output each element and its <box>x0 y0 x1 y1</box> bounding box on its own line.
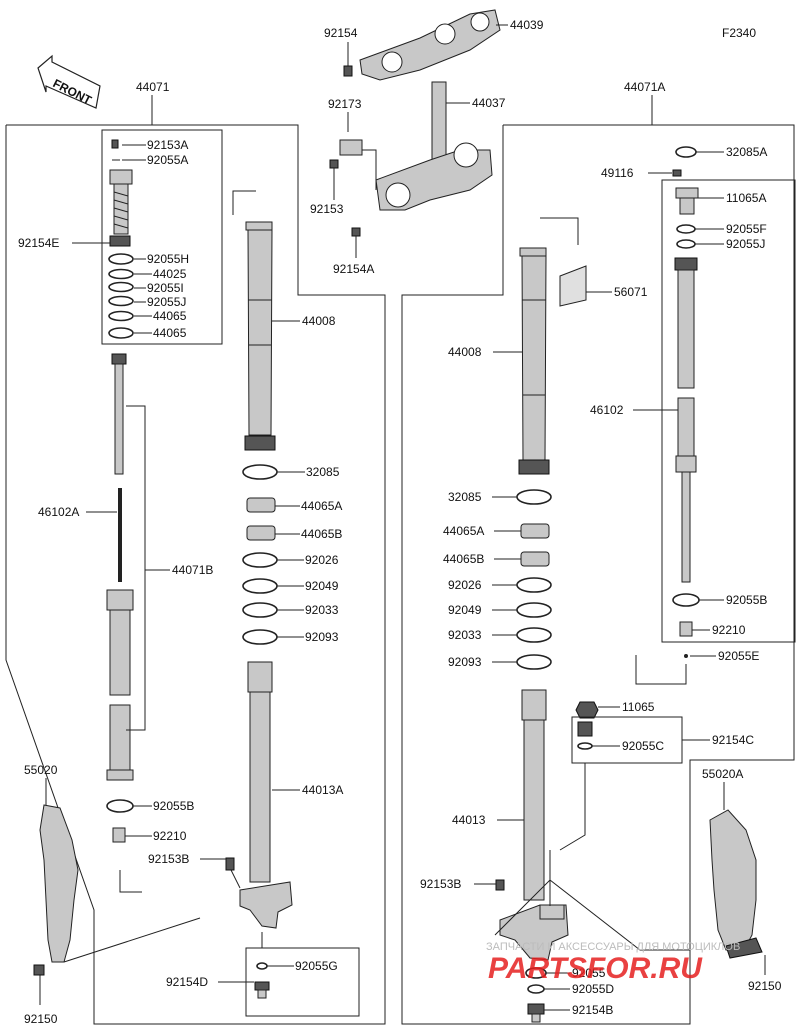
left-seal-stack <box>242 464 278 645</box>
label-11065A: 11065A <box>726 191 766 205</box>
label-44039: 44039 <box>510 18 544 32</box>
label-44071A: 44071A <box>624 80 665 94</box>
label-92055I: 92055I <box>147 281 184 295</box>
label-92055B-right: 92055B <box>726 593 767 607</box>
label-92153-top: 92153 <box>310 202 344 216</box>
label-44037: 44037 <box>472 96 506 110</box>
label-44065B-left: 44065B <box>301 527 342 541</box>
label-92154E: 92154E <box>18 236 59 250</box>
label-92049-left: 92049 <box>305 579 339 593</box>
label-92055J-right: 92055J <box>726 237 765 251</box>
cap-11065A <box>675 187 699 215</box>
label-92210-left: 92210 <box>153 829 187 843</box>
label-92033-right: 92033 <box>448 628 482 642</box>
label-92153B-right: 92153B <box>420 877 461 891</box>
label-44025: 44025 <box>153 267 187 281</box>
upper-triple-clamp-44039 <box>359 9 501 81</box>
right-inner-tube-44013 <box>499 689 569 961</box>
part-92210-right <box>679 621 693 637</box>
label-49116: 49116 <box>601 166 634 180</box>
bolt-92154C <box>577 721 593 737</box>
label-92173: 92173 <box>328 97 362 111</box>
watermark-site: PARTSFOR.RU <box>488 952 703 985</box>
label-44071B: 44071B <box>172 563 213 577</box>
label-92055E: 92055E <box>718 649 759 663</box>
label-92150-right: 92150 <box>748 979 782 993</box>
nut-11065 <box>575 701 599 719</box>
fork-guard-55020 <box>39 804 79 963</box>
part-92210-left <box>112 827 126 843</box>
label-44065A-right: 44065A <box>443 524 484 538</box>
label-92033-left: 92033 <box>305 603 339 617</box>
label-92150-left: 92150 <box>24 1012 58 1026</box>
label-92055B-left: 92055B <box>153 799 194 813</box>
label-92049-right: 92049 <box>448 603 482 617</box>
label-44065-b: 44065 <box>153 326 187 340</box>
label-92055F: 92055F <box>726 222 767 236</box>
drain-bolt-92154B <box>527 1003 545 1023</box>
label-55020A: 55020A <box>702 767 743 781</box>
label-92055A: 92055A <box>147 153 188 167</box>
label-92055D: 92055D <box>572 982 614 996</box>
fork-guard-55020A <box>709 809 757 951</box>
left-outer-tube-44008 <box>244 221 276 451</box>
label-92055J: 92055J <box>147 295 186 309</box>
label-44065-a: 44065 <box>153 309 187 323</box>
label-92154C: 92154C <box>712 733 754 747</box>
label-92055C: 92055C <box>622 739 664 753</box>
label-44008-right: 44008 <box>448 345 482 359</box>
ring-92055B-left <box>106 799 134 813</box>
label-11065: 11065 <box>622 700 655 714</box>
label-44065A-left: 44065A <box>301 499 342 513</box>
left-inner-tube-44013A <box>225 661 293 929</box>
label-92026-right: 92026 <box>448 578 482 592</box>
label-92026-left: 92026 <box>305 553 339 567</box>
front-arrow-icon: FRONT <box>37 54 101 109</box>
label-44013: 44013 <box>452 813 486 827</box>
watermark-tagline: ЗАПЧАСТИ И АКСЕССУАРЫ ДЛЯ МОТОЦИКЛОВ <box>486 941 740 953</box>
left-cartridge <box>106 353 134 781</box>
label-46102: 46102 <box>590 403 624 417</box>
label-92153B-left: 92153B <box>148 852 189 866</box>
label-92154D: 92154D <box>166 975 208 989</box>
label-92154A: 92154A <box>333 262 374 276</box>
label-92093-left: 92093 <box>305 630 339 644</box>
right-assembly-outline <box>401 124 795 1025</box>
left-inner-parts <box>108 139 134 339</box>
right-cartridge-46102 <box>674 257 698 583</box>
label-92055H: 92055H <box>147 252 189 266</box>
label-92153A: 92153A <box>147 138 188 152</box>
label-56071: 56071 <box>614 285 648 299</box>
label-92055-right: 92055 <box>572 966 606 980</box>
left-inner-box <box>101 129 223 345</box>
right-outer-tube-44008 <box>518 247 550 475</box>
right-seal-stack <box>516 489 552 670</box>
label-32085A: 32085A <box>726 145 767 159</box>
label-92154-top: 92154 <box>324 26 358 40</box>
label-32085-right: 32085 <box>448 490 482 504</box>
label-44071: 44071 <box>136 80 170 94</box>
label-46102A: 46102A <box>38 505 79 519</box>
lower-triple-clamp-44037 <box>375 81 493 211</box>
drain-bolt-92154D <box>254 981 270 999</box>
label-92055G: 92055G <box>295 959 338 973</box>
label-44008-left: 44008 <box>302 314 336 328</box>
label-92093-right: 92093 <box>448 655 482 669</box>
sticker-56071 <box>559 265 587 307</box>
label-32085-left: 32085 <box>306 465 340 479</box>
label-92210-right: 92210 <box>712 623 746 637</box>
label-55020: 55020 <box>24 763 58 777</box>
clamp-92173 <box>339 139 363 156</box>
figure-code: F2340 <box>722 26 756 40</box>
right-inner-box <box>661 179 796 643</box>
label-92154B: 92154B <box>572 1003 613 1017</box>
label-44013A: 44013A <box>302 783 343 797</box>
left-assembly-outline <box>5 124 386 1025</box>
label-44065B-right: 44065B <box>443 552 484 566</box>
